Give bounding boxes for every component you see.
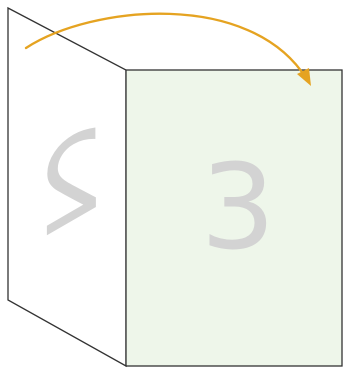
right-page-number: 3 bbox=[200, 138, 275, 276]
